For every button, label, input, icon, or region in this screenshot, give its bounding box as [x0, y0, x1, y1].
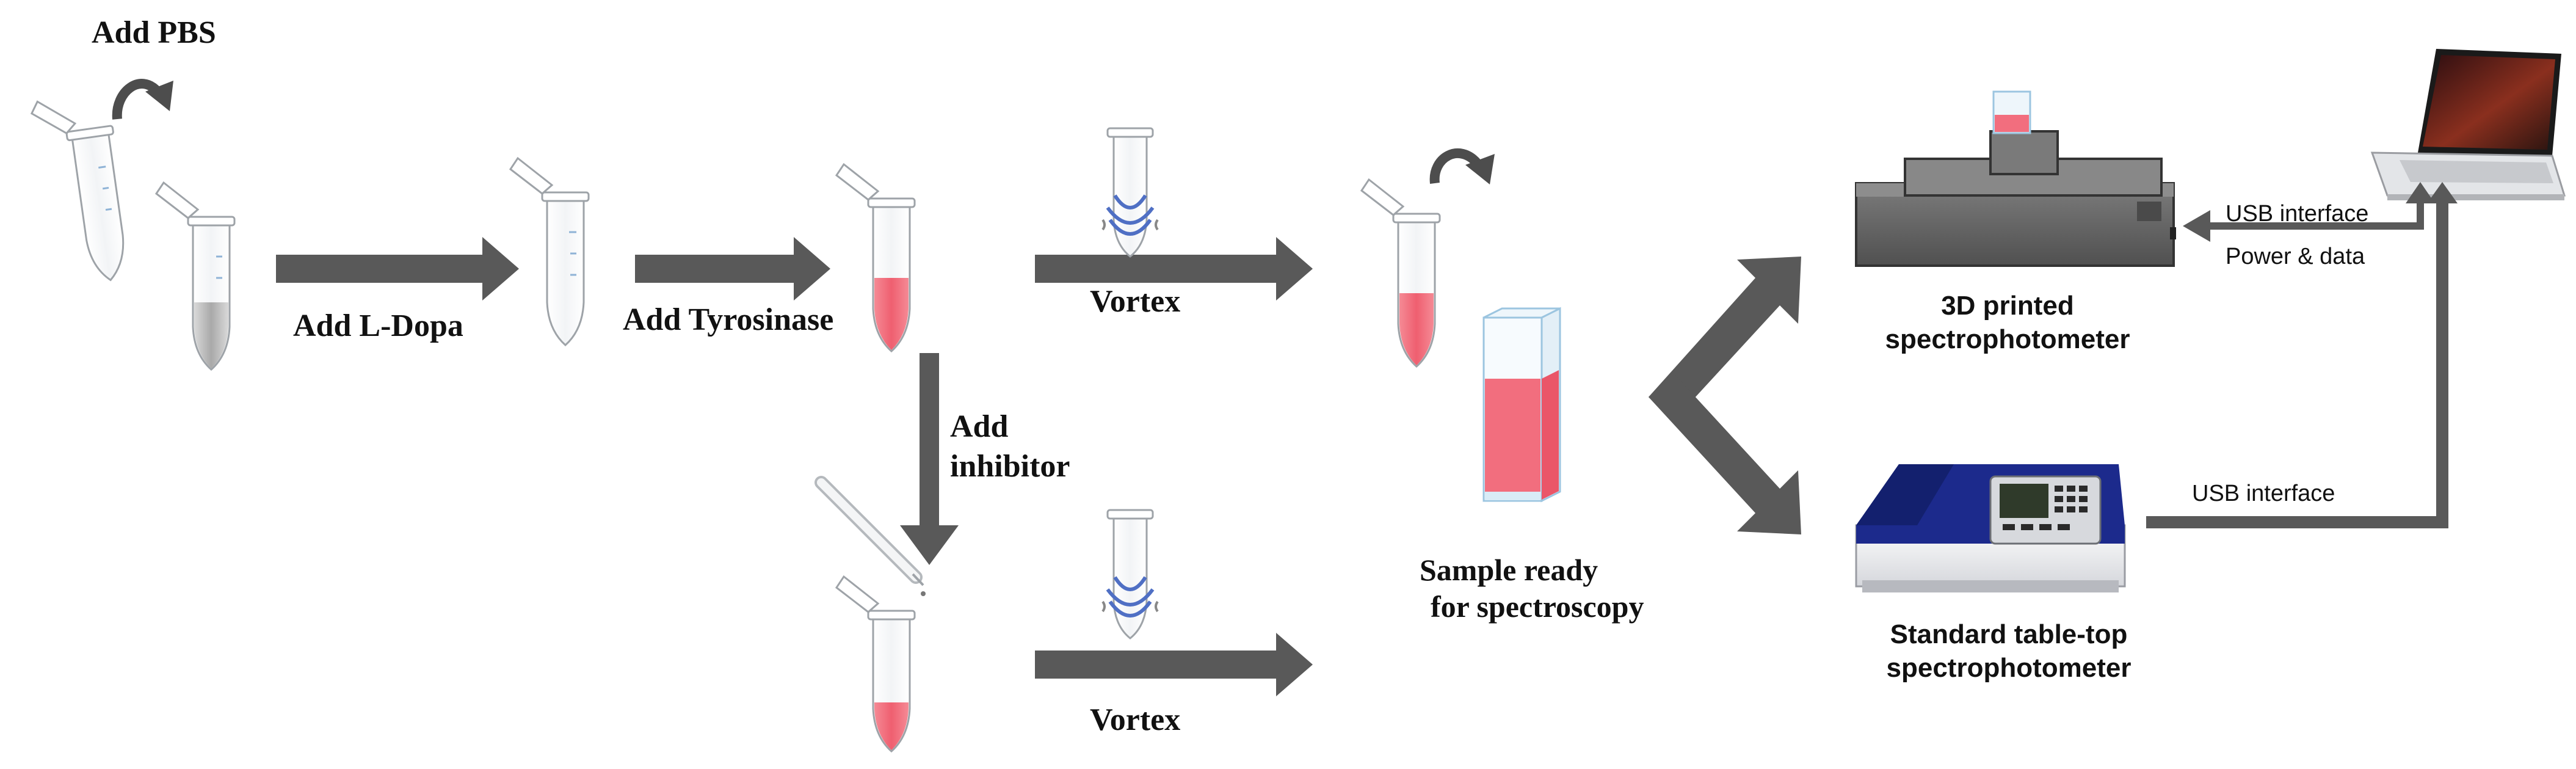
arrow-vortex-bottom: [1035, 633, 1313, 696]
cuvette: [1482, 307, 1561, 503]
label-power-data: Power & data: [2226, 244, 2365, 269]
label-sample-ready-2: for spectroscopy: [1431, 589, 1644, 624]
pour-arrow-head-icon: [145, 81, 173, 111]
rotate-arrow-head-icon: [1465, 154, 1495, 184]
pour-arrow-icon: [112, 79, 162, 120]
laptop: [2370, 49, 2566, 200]
arrow-add-inhibitor: [900, 353, 959, 565]
label-vortex-bottom: Vortex: [1090, 702, 1180, 737]
rotate-arrow-icon: [1429, 148, 1482, 184]
vortex-swirl-icon: [1106, 194, 1155, 236]
label-add-inhibitor-1: Add: [950, 409, 1008, 444]
label-usb-bottom: USB interface: [2192, 481, 2335, 506]
vortex-tube-bottom: [1101, 509, 1159, 640]
label-add-inhibitor-2: inhibitor: [950, 449, 1070, 484]
label-3d-printed-2: spectrophotometer: [1885, 324, 2130, 354]
label-add-tyrosinase: Add Tyrosinase: [623, 302, 833, 337]
tube-mixed: [1360, 178, 1441, 368]
tube-pbs: [155, 181, 236, 371]
vortex-tube-top: [1101, 127, 1159, 258]
add-pbs-step: Add PBS: [29, 15, 236, 371]
arrow-usb-from-standard: [2146, 182, 2458, 528]
printed-spectrophotometer: [1855, 90, 2176, 267]
connection-lines: [2146, 182, 2458, 528]
tube-ldopa: [509, 157, 590, 346]
label-usb-top: USB interface: [2226, 201, 2368, 227]
arrow-to-3d-printed: [1649, 257, 1801, 421]
label-standard-2: spectrophotometer: [1887, 653, 2132, 683]
label-standard-1: Standard table-top: [1890, 619, 2128, 649]
label-sample-ready-1: Sample ready: [1420, 553, 1598, 587]
arrow-vortex-top: [1035, 237, 1313, 301]
vortex-swirl-icon: [1106, 576, 1155, 618]
pipette: [815, 476, 926, 596]
arrow-add-tyrosinase: [635, 237, 830, 301]
tube-empty-open: [29, 96, 135, 285]
arrow-usb-to-printed: [2183, 182, 2435, 242]
standard-spectrophotometer: [1855, 464, 2126, 592]
arrow-to-standard: [1649, 373, 1801, 534]
label-add-ldopa: Add L-Dopa: [293, 308, 463, 343]
label-vortex-top: Vortex: [1090, 284, 1180, 319]
label-3d-printed-1: 3D printed: [1941, 291, 2074, 321]
tube-tyrosinase: [835, 163, 916, 353]
label-add-pbs: Add PBS: [92, 15, 216, 50]
arrow-add-ldopa: [276, 237, 519, 301]
mini-cuvette: [1992, 90, 2031, 134]
flow-arrows: [276, 237, 1801, 696]
tube-inhibitor: [835, 575, 916, 753]
